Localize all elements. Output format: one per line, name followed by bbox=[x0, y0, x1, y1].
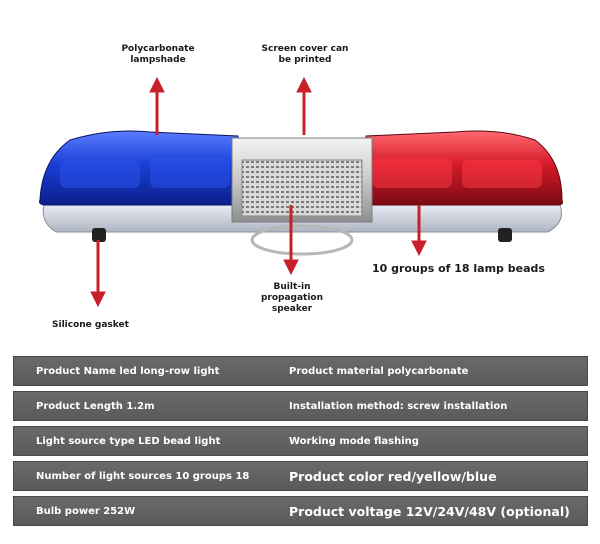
mounting-foot-left bbox=[92, 228, 106, 242]
callout-lampshade: Polycarbonate lampshade bbox=[121, 44, 195, 65]
spec-value: Product material polycarbonate bbox=[289, 365, 469, 377]
spec-value: Product voltage 12V/24V/48V (optional) bbox=[289, 503, 570, 519]
blue-lamp-beads bbox=[60, 158, 230, 188]
speaker-grille bbox=[241, 159, 363, 217]
callout-screen-cover: Screen cover can be printed bbox=[261, 44, 349, 65]
blue-lamp-housing bbox=[39, 130, 239, 206]
spec-value: Product color red/yellow/blue bbox=[289, 468, 497, 484]
mounting-foot-right bbox=[498, 228, 512, 242]
spec-label: Bulb power 252W bbox=[36, 505, 136, 517]
red-lamp-beads bbox=[372, 158, 542, 188]
light-bar-figure: Polycarbonate lampshade Screen cover can… bbox=[39, 44, 563, 330]
callout-lamp-beads: 10 groups of 18 lamp beads bbox=[372, 262, 545, 275]
cable-loop bbox=[250, 224, 354, 256]
light-bar-illustration bbox=[39, 76, 563, 308]
spec-row: Product Length 1.2m Installation method:… bbox=[13, 391, 588, 421]
spec-value: Installation method: screw installation bbox=[289, 400, 508, 412]
spec-row: Light source type LED bead light Working… bbox=[13, 426, 588, 456]
spec-row: Product Name led long-row light Product … bbox=[13, 356, 588, 386]
callout-arrows bbox=[90, 76, 427, 308]
spec-label: Number of light sources 10 groups 18 bbox=[36, 470, 250, 482]
spec-row: Bulb power 252W Product voltage 12V/24V/… bbox=[13, 496, 588, 526]
spec-value: Working mode flashing bbox=[289, 435, 419, 447]
spec-label: Product Length 1.2m bbox=[36, 400, 155, 412]
callout-speaker: Built-in propagation speaker bbox=[260, 282, 324, 314]
callout-gasket: Silicone gasket bbox=[52, 320, 129, 330]
spec-label: Product Name led long-row light bbox=[36, 365, 220, 377]
spec-row: Number of light sources 10 groups 18 Pro… bbox=[13, 461, 588, 491]
spec-label: Light source type LED bead light bbox=[36, 435, 221, 447]
